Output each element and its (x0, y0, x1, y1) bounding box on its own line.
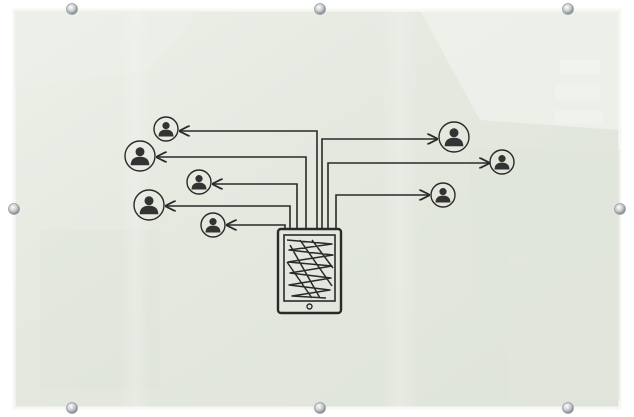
wall-mount-icon (563, 4, 574, 15)
wall-mount-icon (315, 403, 326, 414)
wall-mount-icon (67, 403, 78, 414)
wall-mount-icon (563, 403, 574, 414)
wall-mount-icon (615, 204, 626, 215)
wall-mount-icon (315, 4, 326, 15)
wall-mount-icon (9, 204, 20, 215)
wall-mount-icon (67, 4, 78, 15)
